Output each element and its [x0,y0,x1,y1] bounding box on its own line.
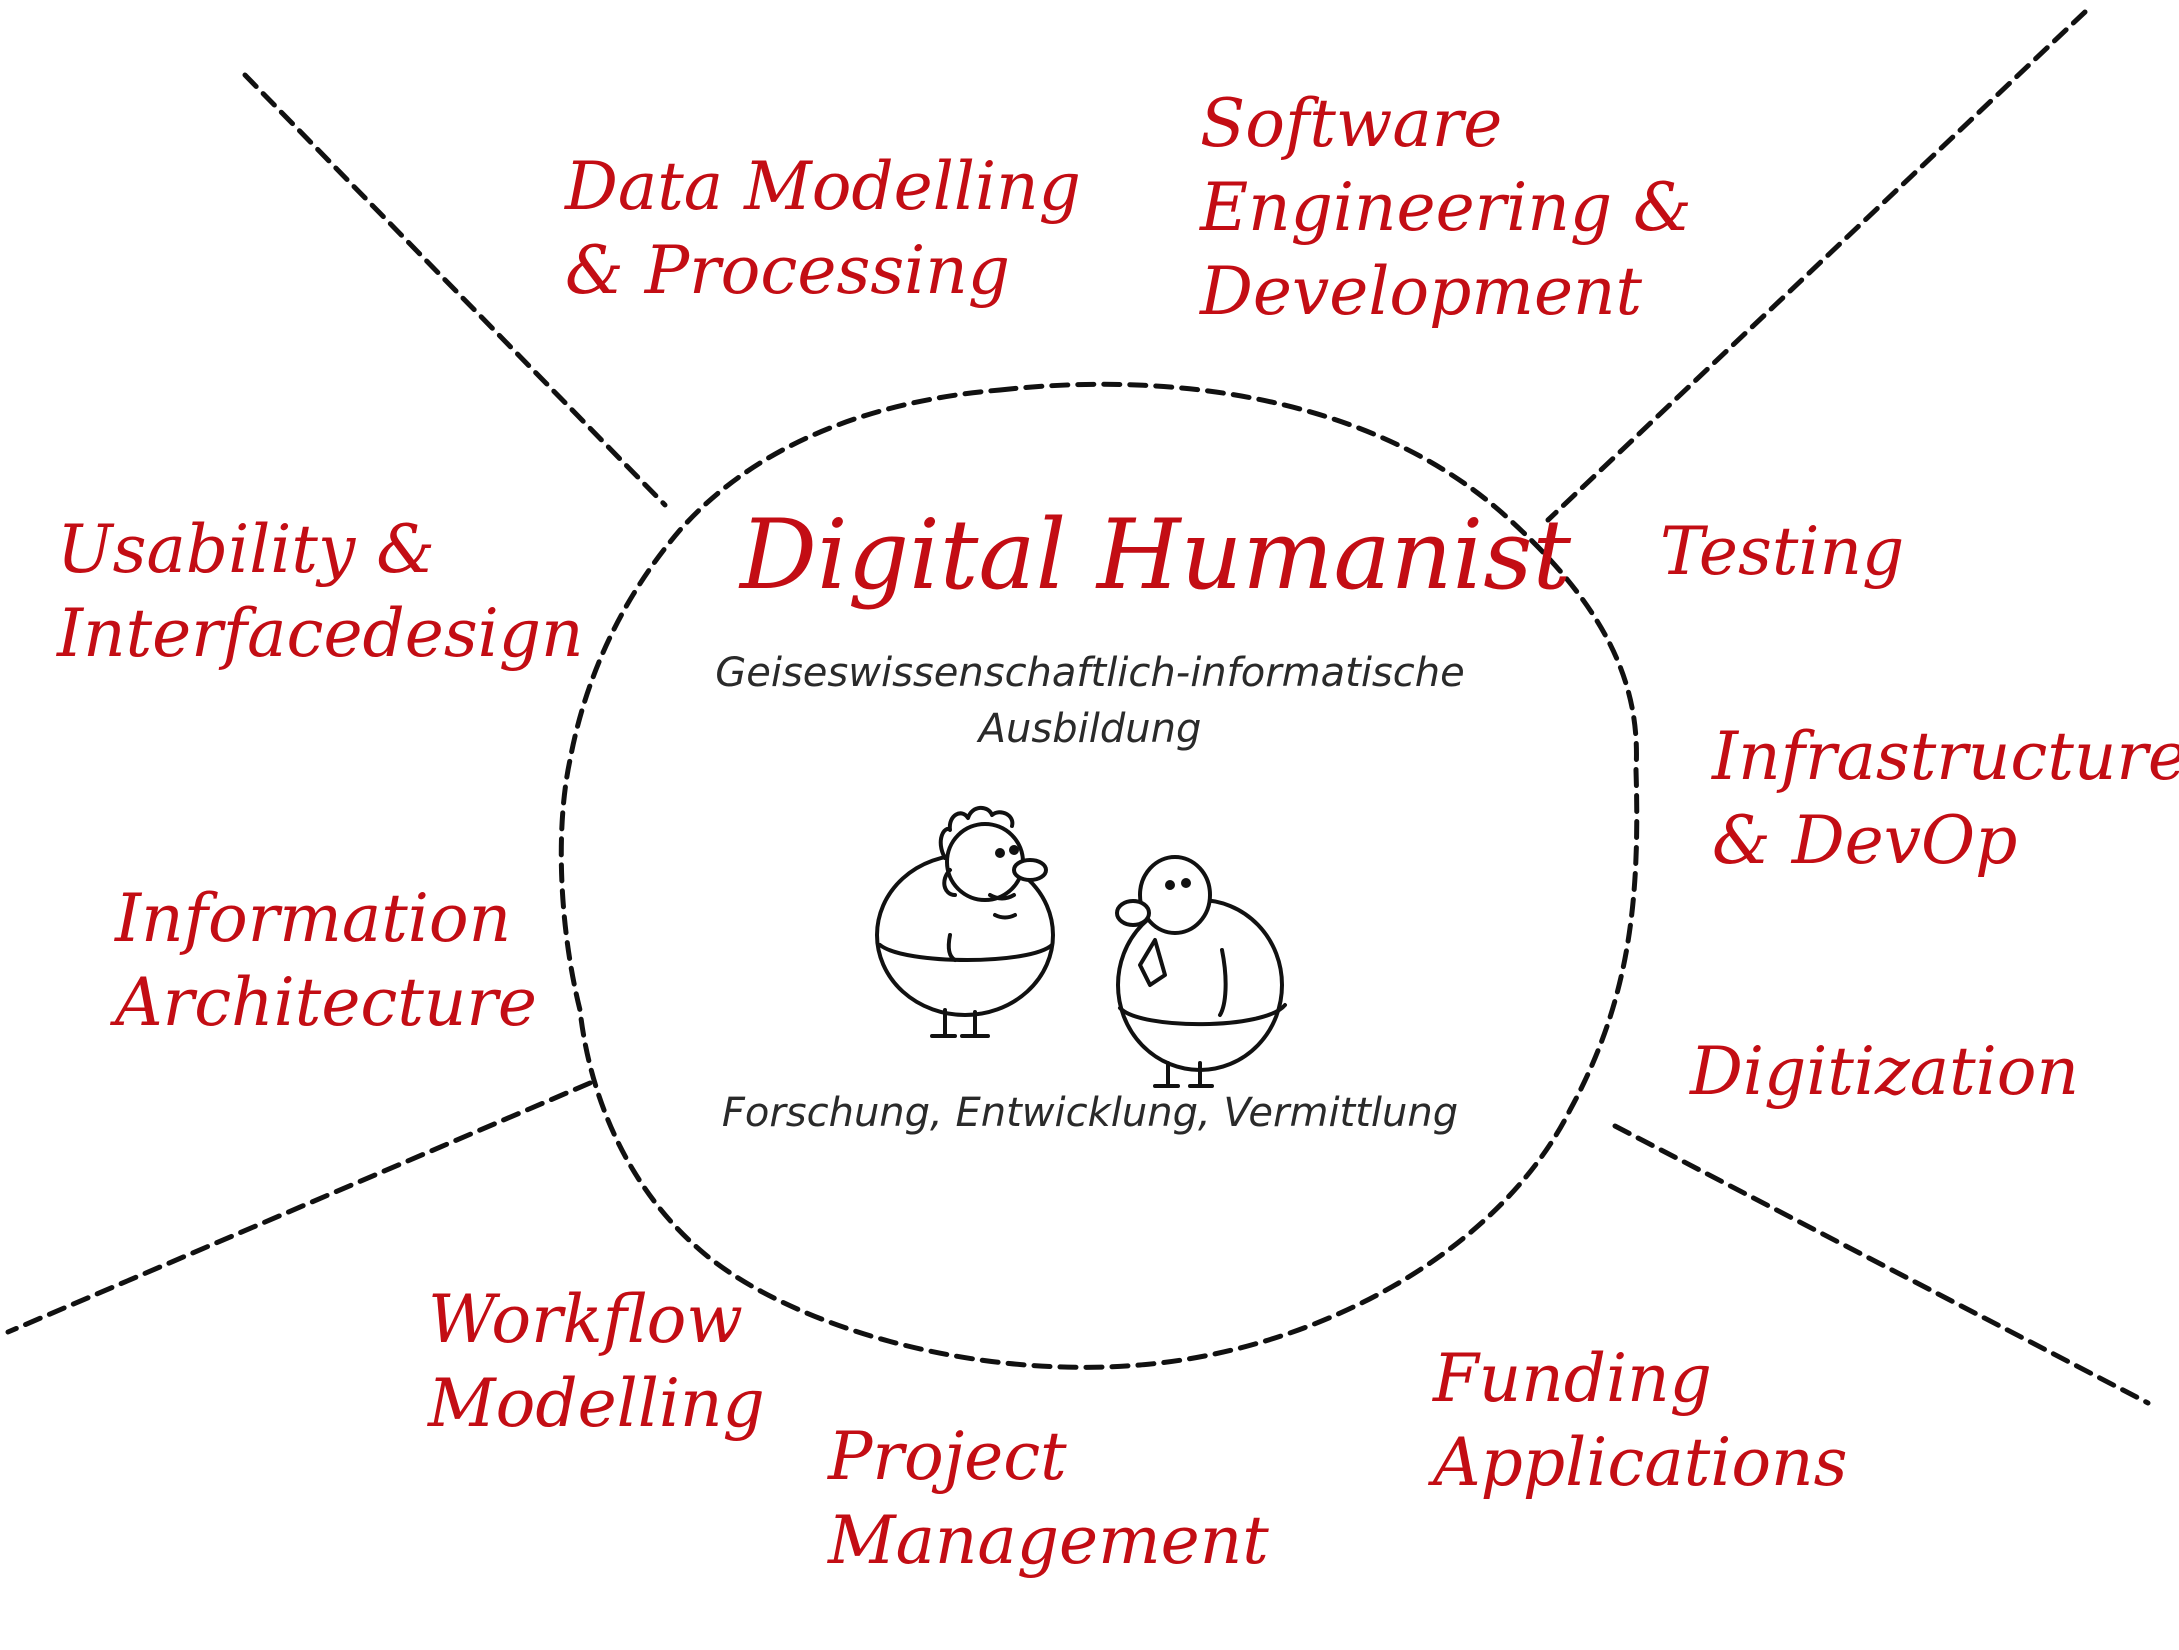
topic-testing-line-1: Testing [1660,513,1905,590]
topic-information-architecture-line-2: Architecture [115,964,537,1041]
topic-software-engineering-line-2: Engineering & [1200,169,1692,246]
topic-infrastructure-line-1: Infrastructure [1712,718,2179,795]
divider-line-bottom-right [1612,1123,2151,1406]
topic-project-management-line-2: Management [828,1502,1269,1579]
people-illustration [875,805,1287,1088]
center-subtitle-line-1: Geiseswissenschaftlich-informatische [715,650,1465,696]
diagram-title: Digital Humanist [740,499,1572,611]
topic-project-management: Project Management [828,1415,1269,1583]
divider-line-bottom-left [5,1080,593,1335]
topic-data-modelling-line-1: Data Modelling [565,148,1081,225]
topic-funding-applications-line-2: Applications [1433,1424,1848,1501]
topic-information-architecture-line-1: Information [115,880,512,957]
topic-digitization: Digitization [1690,1030,2079,1114]
topic-data-modelling: Data Modelling & Processing [565,145,1081,313]
topic-software-engineering-line-1: Software [1200,85,1503,162]
man-figure-icon [1115,855,1287,1088]
topic-workflow-modelling-line-2: Modelling [428,1365,765,1442]
center-dashed-circle [558,381,1640,1370]
topic-testing: Testing [1660,510,1904,594]
topic-project-management-line-1: Project [828,1418,1067,1495]
center-subtitle-line-2: Ausbildung [978,706,1202,752]
topic-usability-line-2: Interfacedesign [57,595,584,672]
topic-information-architecture: Information Architecture [115,877,537,1045]
center-subtitle: Geiseswissenschaftlich-informatische Aus… [680,645,1500,757]
topic-data-modelling-line-2: & Processing [565,232,1011,309]
woman-figure-icon [875,805,1055,1038]
topic-digitization-line-1: Digitization [1690,1033,2080,1110]
topic-software-engineering: Software Engineering & Development [1200,82,1692,334]
topic-workflow-modelling: Workflow Modelling [428,1278,765,1446]
topic-workflow-modelling-line-1: Workflow [428,1281,743,1358]
divider-line-top-right [1545,9,2088,523]
topic-software-engineering-line-3: Development [1200,253,1643,330]
divider-line-top-left [242,72,668,508]
center-bottom-text: Forschung, Entwicklung, Vermittlung [721,1090,1459,1136]
topic-funding-applications-line-1: Funding [1433,1340,1712,1417]
topic-infrastructure-line-2: & DevOp [1712,802,2018,879]
topic-infrastructure: Infrastructure & DevOp [1712,715,2179,883]
topic-usability-line-1: Usability & [57,511,435,588]
topic-usability: Usability & Interfacedesign [57,508,584,676]
topic-funding-applications: Funding Applications [1433,1337,1847,1505]
